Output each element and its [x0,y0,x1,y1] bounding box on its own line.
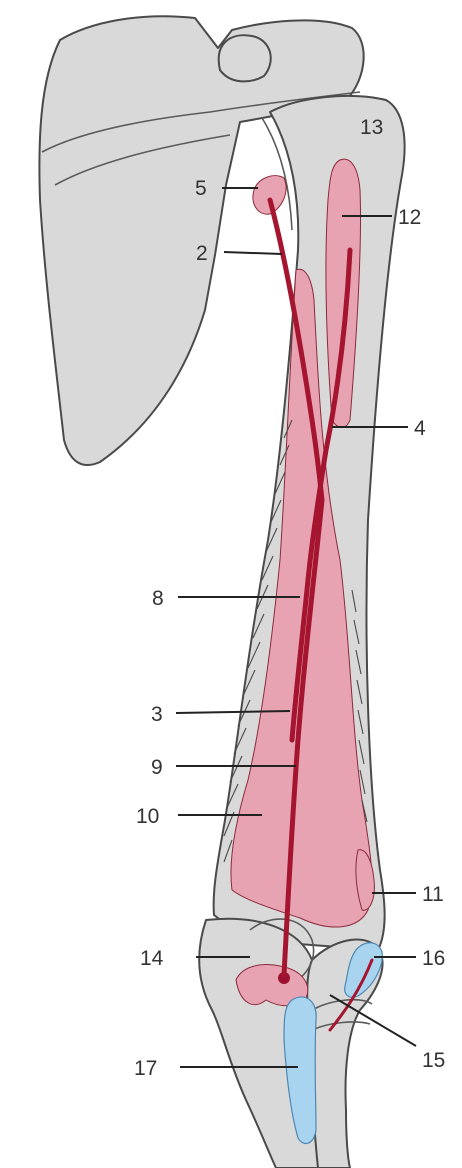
leader-2 [224,252,282,254]
muscle-origin-5 [253,176,286,215]
label-15: 15 [422,1049,445,1072]
label-3: 3 [151,703,163,726]
label-4: 4 [414,417,426,440]
label-16: 16 [422,947,445,970]
label-2: 2 [196,242,208,265]
label-8: 8 [152,587,164,610]
coracoid-process [219,35,271,81]
label-17: 17 [134,1057,157,1080]
label-10: 10 [136,805,159,828]
label-9: 9 [151,756,163,779]
label-12: 12 [398,206,421,229]
label-13: 13 [360,116,383,139]
label-14: 14 [140,947,164,970]
label-11: 11 [422,883,444,906]
label-5: 5 [195,177,207,200]
